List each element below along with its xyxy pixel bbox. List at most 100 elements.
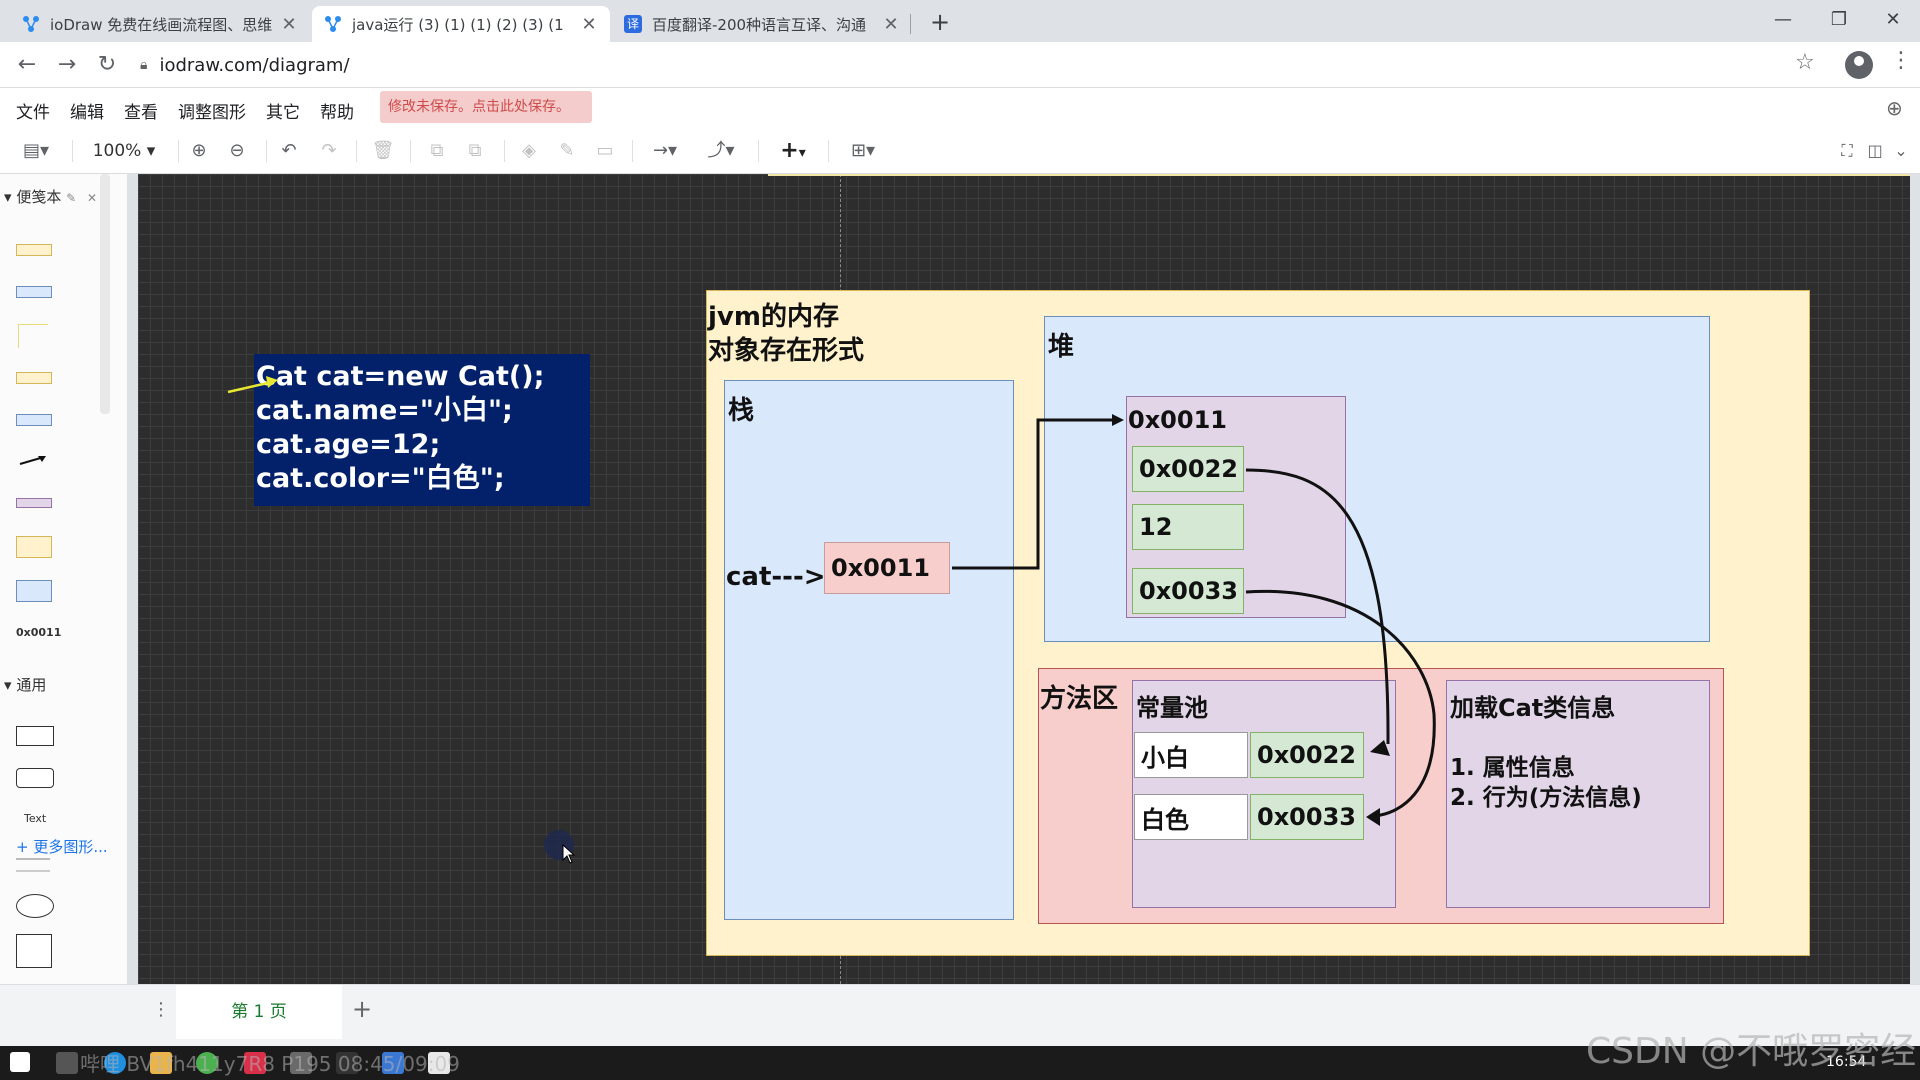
field-name-cell[interactable]: 0x0022 <box>1132 446 1244 492</box>
menu-arrange[interactable]: 调整图形 <box>178 103 246 123</box>
restore-button[interactable]: ❐ <box>1830 9 1848 30</box>
close-icon[interactable]: ✕ <box>86 191 98 205</box>
menu-view[interactable]: 查看 <box>124 103 158 123</box>
scratch-text-shape[interactable]: 0x0011 <box>16 626 62 639</box>
stack-reference-cell[interactable]: 0x0011 <box>824 542 950 594</box>
browser-tab-label: ioDraw 免费在线画流程图、思维 <box>50 15 272 34</box>
fill-color-icon[interactable]: ◈ <box>522 140 536 161</box>
terminal-icon[interactable] <box>336 1052 358 1074</box>
xmind-icon[interactable] <box>244 1052 266 1074</box>
scratch-shape-3[interactable] <box>18 324 48 348</box>
class-info-line: 2. 行为(方法信息) <box>1450 785 1642 811</box>
app-icon[interactable] <box>290 1052 312 1074</box>
rounded-rectangle-shape[interactable] <box>16 768 54 788</box>
forward-icon[interactable]: → <box>57 52 77 77</box>
menu-file[interactable]: 文件 <box>16 103 50 123</box>
connection-style-icon[interactable]: →▾ <box>652 140 678 161</box>
browser-tab-baidu[interactable]: 译 百度翻译-200种语言互译、沟通 ✕ <box>612 6 912 42</box>
menu-edit[interactable]: 编辑 <box>70 103 104 123</box>
add-page-button[interactable]: + <box>352 995 373 1023</box>
pool-address-cell[interactable]: 0x0022 <box>1250 732 1364 778</box>
toolbar-divider <box>410 140 411 162</box>
redo-icon[interactable]: ↷ <box>321 140 337 161</box>
line-color-icon[interactable]: ✎ <box>559 140 575 161</box>
pool-value-cell[interactable]: 小白 <box>1134 732 1248 778</box>
reload-icon[interactable]: ↻ <box>97 52 117 77</box>
unsaved-changes-notice[interactable]: 修改未保存。点击此处保存。 <box>380 91 592 123</box>
address-bar: ← → ↻ 🔒︎ iodraw.com/diagram/ ☆ ⋮ <box>0 42 1920 88</box>
scratch-shape-2[interactable] <box>16 286 52 298</box>
page-tab-1[interactable]: 第 1 页 <box>176 985 342 1039</box>
undo-icon[interactable]: ↶ <box>281 140 297 161</box>
waypoints-icon[interactable]: ⤴▾ <box>707 140 735 161</box>
task-view-icon[interactable] <box>56 1052 78 1074</box>
browser-tab-iodraw[interactable]: ioDraw 免费在线画流程图、思维 ✕ <box>10 6 310 42</box>
format-panel-icon[interactable]: ◫ <box>1867 141 1883 160</box>
pool-value-cell[interactable]: 白色 <box>1134 794 1248 840</box>
app-icon[interactable] <box>428 1052 450 1074</box>
browser-tab-java[interactable]: java运行 (3) (1) (1) (2) (3) (1 ✕ <box>312 6 610 42</box>
scratch-shape-5[interactable] <box>16 414 52 426</box>
sidebar-scrollbar[interactable] <box>100 174 110 414</box>
chevron-down-icon: ▾ <box>4 188 12 206</box>
scratch-shape-7[interactable] <box>16 536 52 558</box>
diagram-canvas[interactable]: Cat cat=new Cat(); cat.name="小白"; cat.ag… <box>138 174 1910 984</box>
new-tab-button[interactable]: + <box>929 8 951 36</box>
back-icon[interactable]: ← <box>17 52 37 77</box>
field-age-cell[interactable]: 12 <box>1132 504 1244 550</box>
scratch-shape-1[interactable] <box>16 244 52 256</box>
profile-avatar[interactable] <box>1845 51 1873 79</box>
square-shape[interactable] <box>16 934 52 968</box>
toolbar-divider <box>758 140 759 162</box>
pool-address-cell[interactable]: 0x0033 <box>1250 794 1364 840</box>
to-back-icon[interactable]: ⧉ <box>468 140 482 161</box>
scratch-shape-6[interactable] <box>16 498 52 508</box>
text-shape[interactable]: Text <box>24 812 47 825</box>
windows-start-icon[interactable] <box>10 1052 30 1072</box>
collapse-icon[interactable]: ⌄ <box>1894 141 1908 160</box>
more-shapes-button[interactable]: + 更多图形... <box>16 838 108 856</box>
shadow-icon[interactable]: ▭ <box>596 140 614 161</box>
zoom-in-icon[interactable]: ⊕ <box>191 140 207 161</box>
menu-extras[interactable]: 其它 <box>266 103 300 123</box>
close-icon[interactable]: ✕ <box>281 13 297 35</box>
system-clock[interactable]: 16:54 <box>1826 1054 1867 1070</box>
scratch-arrow-shape[interactable] <box>18 452 48 468</box>
section-scratchpad[interactable]: ▾ 便笺本 ✎ ✕ <box>4 186 97 207</box>
edit-icon[interactable]: ✎ <box>66 191 77 205</box>
field-color-cell[interactable]: 0x0033 <box>1132 568 1244 614</box>
file-explorer-icon[interactable] <box>150 1052 172 1074</box>
table-icon[interactable]: ⊞▾ <box>850 140 876 161</box>
close-icon[interactable]: ✕ <box>581 13 597 35</box>
section-general[interactable]: ▾ 通用 <box>4 674 46 695</box>
zoom-select[interactable]: 100% ▾ <box>92 141 156 161</box>
code-line: cat.color="白色"; <box>256 463 505 494</box>
insert-plus-icon[interactable]: +▾ <box>780 138 806 163</box>
rectangle-shape[interactable] <box>16 726 54 746</box>
star-icon[interactable]: ☆ <box>1795 50 1815 75</box>
panel-toggle-icon[interactable]: ▤▾ <box>22 140 50 161</box>
edge-icon[interactable] <box>104 1052 126 1074</box>
code-block[interactable]: Cat cat=new Cat(); cat.name="小白"; cat.ag… <box>254 354 590 506</box>
ellipse-shape[interactable] <box>16 894 54 918</box>
scratch-shape-8[interactable] <box>16 580 52 602</box>
language-globe-icon[interactable]: ⊕ <box>1886 96 1903 120</box>
chrome-icon[interactable] <box>196 1052 218 1074</box>
scratch-shape-4[interactable] <box>16 372 52 384</box>
zoom-out-icon[interactable]: ⊖ <box>229 140 245 161</box>
fullscreen-icon[interactable]: ⛶ <box>1841 141 1853 160</box>
code-line: cat.age=12; <box>256 429 441 460</box>
textbox-shape[interactable] <box>16 858 50 872</box>
app-icon[interactable] <box>382 1052 404 1074</box>
page-menu-icon[interactable]: ⋮ <box>152 999 170 1020</box>
delete-icon[interactable]: 🗑︎ <box>371 140 395 161</box>
more-vert-icon[interactable]: ⋮ <box>1890 48 1912 73</box>
stack-area[interactable] <box>724 380 1014 920</box>
class-info-box[interactable] <box>1446 680 1710 908</box>
to-front-icon[interactable]: ⧉ <box>430 140 444 161</box>
menu-help[interactable]: 帮助 <box>320 103 354 123</box>
close-window-button[interactable]: ✕ <box>1885 9 1901 30</box>
minimize-button[interactable]: — <box>1774 9 1792 30</box>
url-field[interactable]: 🔒︎ iodraw.com/diagram/ <box>140 48 1740 82</box>
close-icon[interactable]: ✕ <box>883 13 899 35</box>
